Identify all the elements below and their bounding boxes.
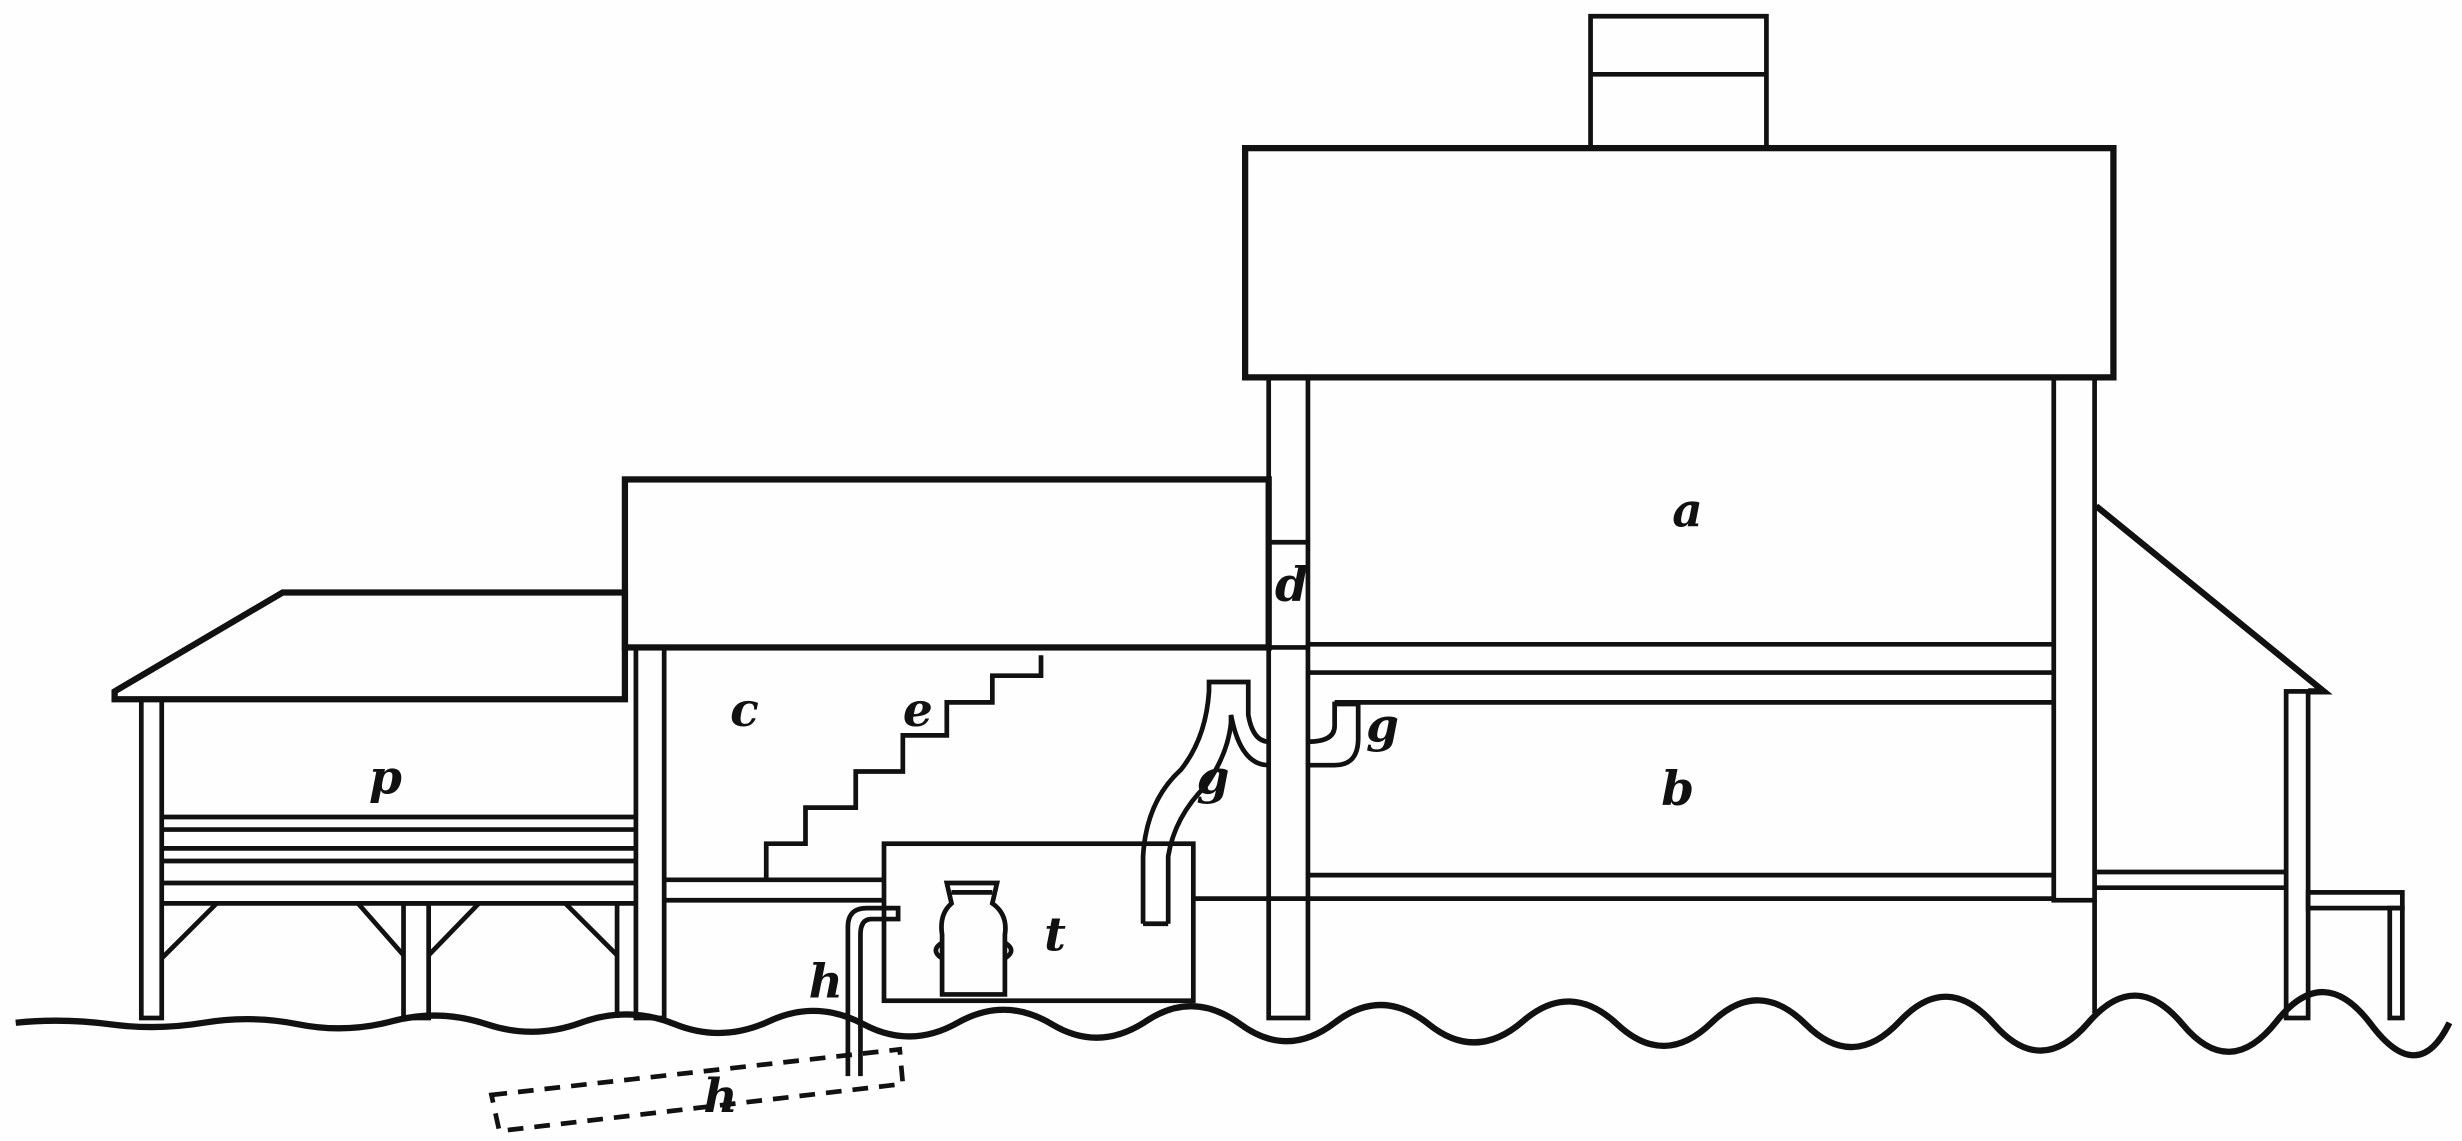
- milk-can: [933, 880, 1014, 997]
- gooseneck-pipe: [1140, 679, 1361, 927]
- staircase: [763, 655, 1044, 880]
- underground-pipe: [488, 1046, 906, 1134]
- label-h-lower: h: [703, 1069, 737, 1124]
- label-d: d: [1275, 557, 1308, 612]
- ground-line: [15, 988, 2453, 1059]
- right-shed: [2094, 503, 2405, 1021]
- label-g-left: g: [1196, 750, 1229, 805]
- label-c: c: [730, 683, 759, 738]
- tank: [881, 841, 1196, 1004]
- label-g-right: g: [1366, 699, 1399, 754]
- label-a: a: [1672, 484, 1703, 539]
- main-house: [1193, 375, 2097, 1021]
- middle-section: [621, 476, 1272, 1021]
- left-shed: [111, 589, 636, 1021]
- chimney: [1588, 13, 1769, 151]
- label-p: p: [369, 750, 402, 805]
- label-e: e: [903, 683, 933, 738]
- label-h-upper: h: [809, 955, 843, 1010]
- label-b: b: [1661, 761, 1694, 816]
- pipe-h: [488, 905, 906, 1134]
- main-roof: [1241, 144, 2117, 381]
- label-t: t: [1044, 907, 1066, 962]
